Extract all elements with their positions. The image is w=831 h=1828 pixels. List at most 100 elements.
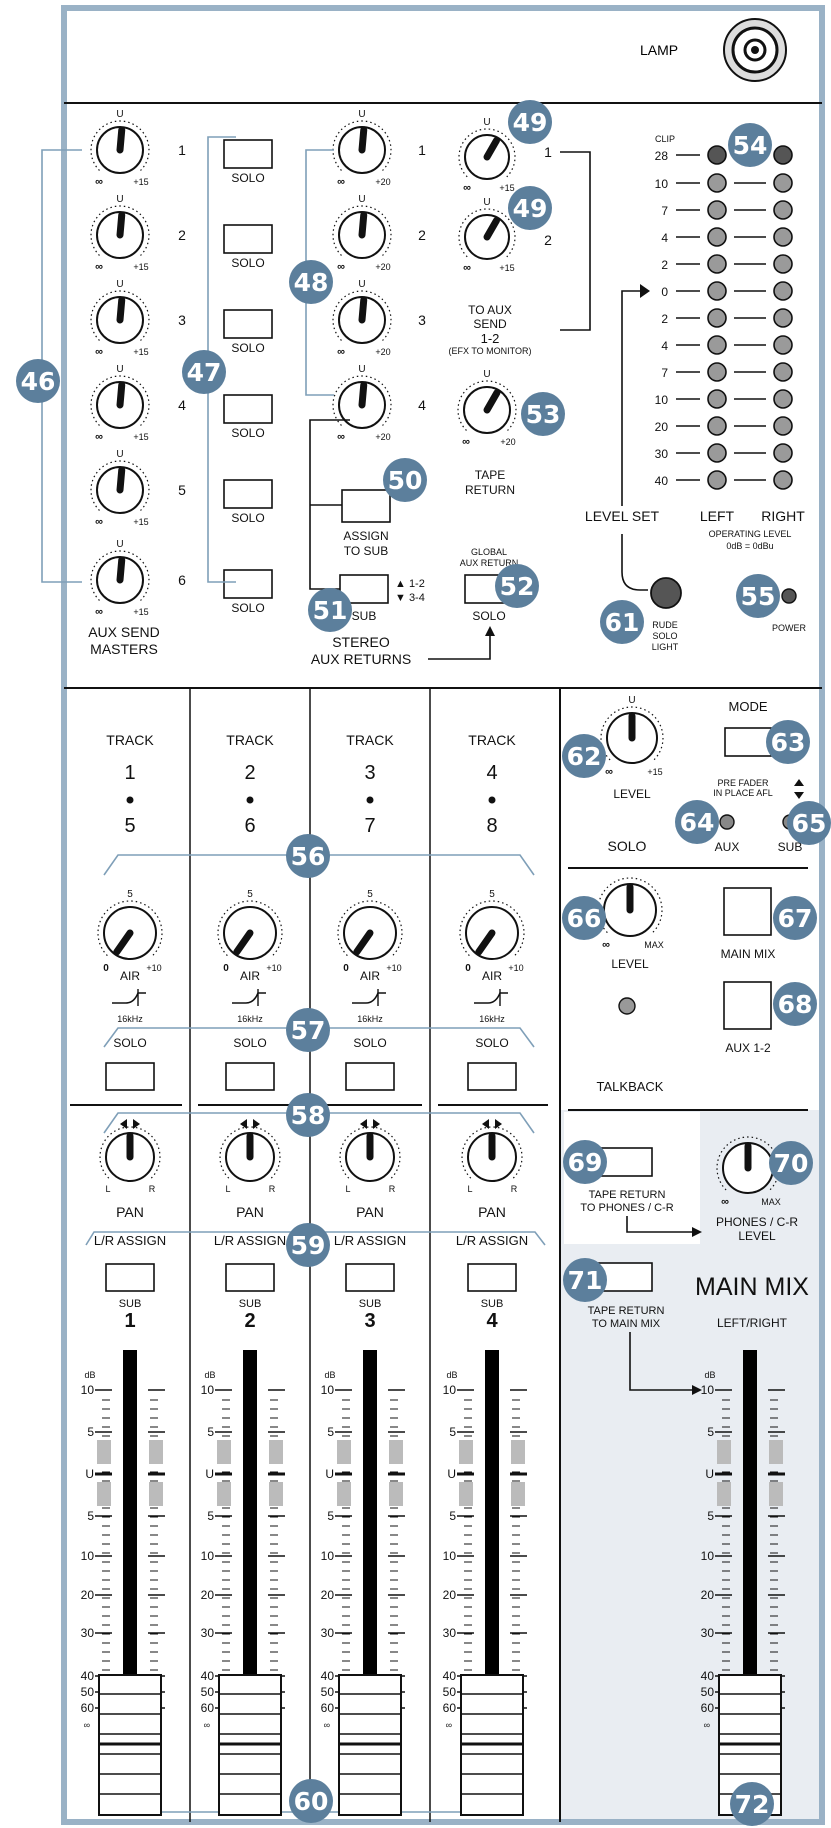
aux-send-master-knob-6[interactable] <box>90 550 150 604</box>
aux-master-solo-button-3[interactable] <box>223 309 273 339</box>
stereo-aux-return-knob-1[interactable] <box>332 120 392 174</box>
fader-slot <box>485 1350 499 1720</box>
track-solo-button-3[interactable] <box>345 1062 395 1091</box>
callout-number: 48 <box>294 268 329 297</box>
aux-send-2-knob[interactable] <box>458 208 516 260</box>
knob-max-label: +15 <box>499 183 514 193</box>
fader-shaded-zone <box>269 1440 283 1464</box>
sub-number: 1 <box>124 1310 135 1332</box>
pan-knob-4[interactable] <box>461 1126 523 1182</box>
knob-min-label: ∞ <box>605 766 613 778</box>
track-solo-button-1[interactable] <box>105 1062 155 1091</box>
air-knob-2[interactable] <box>217 900 283 960</box>
aux-send-master-knob-4[interactable] <box>90 375 150 429</box>
track-number-a: 2 <box>244 762 255 784</box>
rude-solo-light <box>650 577 682 609</box>
fader-scale-label: 10 <box>701 1383 715 1397</box>
knob-top-label: U <box>483 197 490 208</box>
connector-line <box>232 992 266 1004</box>
assign-to-sub-button[interactable] <box>341 489 391 523</box>
knob-min-label: ∞ <box>462 436 470 448</box>
fader-scale-label: 10 <box>321 1549 335 1563</box>
pan-knob-2[interactable] <box>219 1126 281 1182</box>
air-knob-1[interactable] <box>97 900 163 960</box>
fader-scale-label: U <box>85 1467 94 1481</box>
fader-shaded-zone <box>149 1482 163 1506</box>
stereo-aux-return-knob-2[interactable] <box>332 205 392 259</box>
solo-mode-button[interactable] <box>724 727 772 757</box>
lr-assign-button-1[interactable] <box>105 1263 155 1292</box>
lamp-connector[interactable] <box>723 18 787 82</box>
fader-scale-label: 20 <box>81 1588 95 1602</box>
aux-master-solo-button-4[interactable] <box>223 394 273 424</box>
stereo-aux-return-knob-4[interactable] <box>332 375 392 429</box>
main-mix-title: MAIN MIX <box>695 1273 809 1301</box>
air-freq-label: 16kHz <box>237 1014 263 1024</box>
sub-label: SUB <box>239 1298 262 1310</box>
pan-knob-1[interactable] <box>99 1126 161 1182</box>
air-knob-3[interactable] <box>337 900 403 960</box>
channel-fader[interactable] <box>457 1350 527 1816</box>
knob-min-label: 0 <box>465 963 471 974</box>
aux-master-solo-button-5[interactable] <box>223 479 273 509</box>
meter-led-left <box>707 281 727 301</box>
knob-top-label: 5 <box>127 889 133 900</box>
air-knob-4[interactable] <box>459 900 525 960</box>
connector-line <box>621 534 648 591</box>
callout-64: 64 <box>675 800 719 844</box>
fader-scale-label: 5 <box>207 1509 214 1523</box>
solo-level-label: LEVEL <box>613 787 651 801</box>
tape-return-knob[interactable] <box>457 380 517 434</box>
lr-assign-button-4[interactable] <box>467 1263 517 1292</box>
meter-led-left <box>707 389 727 409</box>
channel-fader[interactable] <box>335 1350 405 1816</box>
solo-aux-label: AUX <box>715 840 740 854</box>
meter-level-label: 10 <box>655 177 669 191</box>
operating-level-label: 0dB = 0dBu <box>726 541 773 551</box>
pan-knob-3[interactable] <box>339 1126 401 1182</box>
callout-number: 49 <box>513 108 548 137</box>
pan-right-arrow <box>133 1119 140 1129</box>
track-solo-button-2[interactable] <box>225 1062 275 1091</box>
channel-fader[interactable] <box>95 1350 165 1816</box>
aux-master-solo-button-6[interactable] <box>223 569 273 599</box>
main-mix-fader[interactable] <box>715 1350 785 1816</box>
talkback-main-mix-button[interactable] <box>723 887 772 936</box>
track-dot <box>246 796 254 804</box>
aux-send-1-knob[interactable] <box>458 128 516 180</box>
callout-number: 58 <box>291 1101 326 1130</box>
callout-number: 67 <box>778 904 813 933</box>
talkback-aux-button[interactable] <box>723 981 772 1030</box>
stereo-aux-return-knob-3[interactable] <box>332 290 392 344</box>
aux-master-solo-button-2[interactable] <box>223 224 273 254</box>
aux-send-master-knob-3[interactable] <box>90 290 150 344</box>
knob-min-label: ∞ <box>721 1196 729 1208</box>
solo-aux-led <box>719 814 735 830</box>
meter-led-right <box>773 200 793 220</box>
knob-layer <box>90 120 780 1194</box>
assign-to-sub-label: TO SUB <box>344 544 388 558</box>
solo-level-knob[interactable] <box>600 706 664 764</box>
channel-fader[interactable] <box>215 1350 285 1816</box>
lr-assign-button-3[interactable] <box>345 1263 395 1292</box>
fader-scale-label: U <box>705 1467 714 1481</box>
track-number-b: 7 <box>364 815 375 837</box>
callout-49: 49 <box>508 186 552 230</box>
callout-56: 56 <box>286 834 330 878</box>
tape-return-label: TAPE <box>475 468 505 482</box>
aux-send-master-knob-2[interactable] <box>90 205 150 259</box>
talkback-level-knob[interactable] <box>597 877 663 937</box>
track-dot <box>126 796 134 804</box>
aux-send-master-knob-1[interactable] <box>90 120 150 174</box>
tape-return-to-main-mix-button[interactable] <box>597 1262 653 1292</box>
fader-scale-label: 40 <box>321 1669 335 1683</box>
fader-scale-label: 10 <box>201 1549 215 1563</box>
aux-master-solo-button-1[interactable] <box>223 139 273 169</box>
talkback-title: TALKBACK <box>597 1079 664 1094</box>
air-label: AIR <box>120 969 140 983</box>
track-solo-button-4[interactable] <box>467 1062 517 1091</box>
aux-send-master-knob-5[interactable] <box>90 460 150 514</box>
lr-assign-button-2[interactable] <box>225 1263 275 1292</box>
knob-max-label: +10 <box>508 963 523 973</box>
knob-min-label: ∞ <box>463 262 471 274</box>
